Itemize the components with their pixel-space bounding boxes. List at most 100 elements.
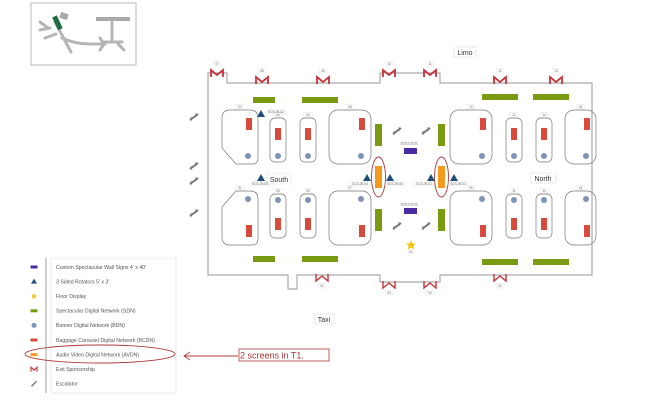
carousel-08: 08 <box>328 104 372 165</box>
legend-item: Escalator <box>31 380 78 388</box>
exit-icon <box>423 281 437 290</box>
avdn-highlight-circle <box>371 156 386 198</box>
rotator-south: SCS-09-03 <box>249 174 271 187</box>
escalator-icon <box>392 127 402 135</box>
avdn-highlight-circle <box>434 156 449 198</box>
carousel-09: 09 <box>449 185 493 246</box>
escalator-icon <box>31 380 37 387</box>
exit-icon <box>255 75 269 84</box>
svg-text:08: 08 <box>348 105 352 109</box>
escalator-icon <box>421 127 431 135</box>
rotator-top: SCS-09-02 <box>257 109 287 117</box>
bdn-icon <box>31 322 37 328</box>
bdn-screen <box>275 197 281 203</box>
svg-text:06: 06 <box>260 69 264 73</box>
carousel-15: 15 <box>564 185 597 246</box>
carousel-16: 16 <box>564 104 597 165</box>
svg-text:13: 13 <box>554 69 558 73</box>
legend-label: 3 Sided Rotators 5' x 3' <box>56 279 109 285</box>
bcdn-screen <box>480 225 486 237</box>
svg-text:12: 12 <box>512 113 516 117</box>
exit-icon <box>210 68 224 77</box>
svg-text:North: North <box>534 176 551 183</box>
sdn-screen <box>302 256 338 262</box>
svg-text:07: 07 <box>348 186 352 190</box>
svg-text:11: 11 <box>428 62 432 66</box>
carousel-14: 14 <box>535 112 553 163</box>
sdn-screen <box>253 256 275 262</box>
bdn-screen <box>541 153 547 159</box>
escalators <box>189 113 431 230</box>
sdn-screen <box>533 94 569 100</box>
carousel-12: 12 <box>505 112 523 163</box>
sdn-screen <box>533 259 569 265</box>
bdn-screen <box>358 153 364 159</box>
legend-label: Custom Spectacular Wall Signs 4' x 40' <box>56 265 146 271</box>
legend-item: Audio Video Digital Network (AVDN) <box>30 352 139 358</box>
svg-text:05: 05 <box>321 69 325 73</box>
svg-text:SCS-09-04: SCS-09-04 <box>352 182 368 186</box>
svg-text:14: 14 <box>542 113 546 117</box>
legend-label: Exit Sponsorship <box>56 367 95 373</box>
bcdn-screen <box>305 218 311 230</box>
svg-text:13: 13 <box>542 189 546 193</box>
svg-text:11: 11 <box>512 189 516 193</box>
svg-text:SCS-09-02: SCS-09-02 <box>268 110 284 114</box>
legend-item: Floor Display <box>31 293 87 300</box>
exit-icon <box>493 274 507 283</box>
exit-icon <box>382 68 396 77</box>
carousel-06: 06 <box>299 112 317 163</box>
escalator-icon <box>392 222 402 230</box>
terminal-outline <box>207 72 593 290</box>
legend-item: 3 Sided Rotators 5' x 3' <box>31 278 109 285</box>
bcdn-screen <box>305 128 311 140</box>
carousel-11: 11 <box>505 188 523 239</box>
bdn-screen <box>511 153 517 159</box>
svg-text:SCS-09-01: SCS-09-01 <box>416 182 432 186</box>
bcdn-screen <box>359 118 365 130</box>
svg-text:03: 03 <box>387 291 391 295</box>
svg-text:Limo: Limo <box>457 50 472 57</box>
svg-text:South: South <box>270 177 288 184</box>
svg-text:07: 07 <box>215 62 219 66</box>
svg-text:Taxi: Taxi <box>318 317 331 324</box>
floor-display-icon <box>31 293 37 299</box>
carousel-outline <box>505 193 523 239</box>
exit-sponsorship-02: 02 <box>423 281 437 296</box>
sdn-screen <box>375 209 382 231</box>
legend-item: Custom Spectacular Wall Signs 4' x 40' <box>30 265 146 271</box>
carousel-outline <box>449 190 493 246</box>
carousel-05: 05 <box>299 188 317 239</box>
svg-text:SCS-CS-02: SCS-CS-02 <box>401 142 418 146</box>
escalator-icon <box>189 113 199 121</box>
carousel-02: 02 <box>221 104 259 165</box>
carousel-03: 03 <box>269 188 287 239</box>
legend-item: Baggage Carousel Digital Network (BCDN) <box>30 338 155 344</box>
svg-text:10: 10 <box>469 105 473 109</box>
sdn-icon <box>30 309 38 313</box>
svg-text:01: 01 <box>498 284 502 288</box>
exit-sponsorship-10: 10 <box>382 61 396 77</box>
avdn-screens <box>371 156 449 198</box>
carousel-outline <box>328 109 372 165</box>
bdn-screen <box>583 153 589 159</box>
legend-item: Exit Sponsorship <box>30 365 95 373</box>
carousel-01: 01 <box>221 185 259 246</box>
carousel-outline <box>221 109 259 165</box>
carousel-07: 07 <box>328 185 372 246</box>
escalator-icon <box>189 177 199 185</box>
carousel-outline <box>505 117 523 163</box>
svg-text:01: 01 <box>238 186 242 190</box>
bdn-screen <box>275 153 281 159</box>
bdn-screen <box>541 197 547 203</box>
carousel-outline <box>449 109 493 165</box>
bcdn-screen <box>275 218 281 230</box>
carousel-outline <box>328 190 372 246</box>
exit-sponsorship-13: 13 <box>549 68 563 84</box>
area-label-north: North <box>530 172 557 184</box>
bdn-screen <box>583 196 589 202</box>
exit-sponsorship-03: 03 <box>382 281 396 296</box>
